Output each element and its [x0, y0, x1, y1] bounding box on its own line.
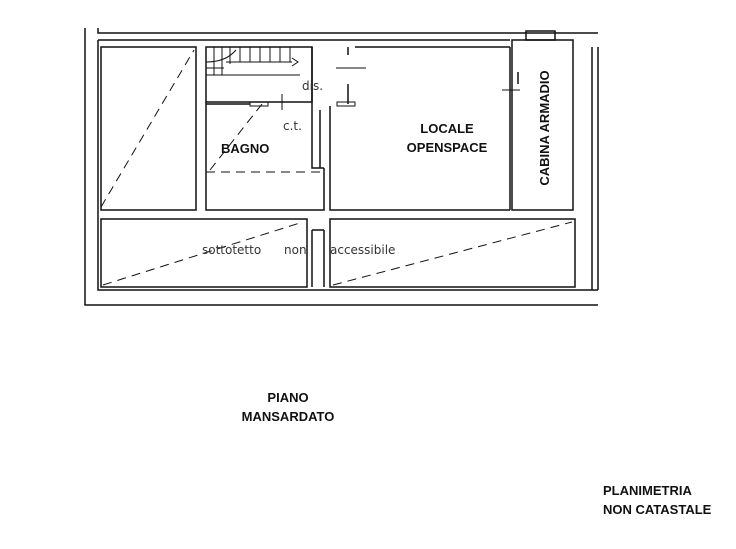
hall-area	[205, 47, 366, 211]
ct-label: c.t.	[283, 119, 302, 133]
plan-note-line1: PLANIMETRIA	[603, 483, 692, 498]
floor-title: PIANO MANSARDATO	[200, 388, 376, 426]
dis-label: dis.	[302, 79, 323, 93]
sottotetto-label: sottotetto	[202, 243, 261, 257]
floor-title-line2: MANSARDATO	[241, 409, 335, 424]
floor-title-line1: PIANO	[267, 390, 309, 405]
outer-walls	[84, 28, 599, 306]
left-room	[100, 46, 197, 211]
locale-label: LOCALE	[420, 121, 474, 136]
plan-note: PLANIMETRIA NON CATASTALE	[603, 481, 711, 519]
plan-note-line2: NON CATASTALE	[603, 502, 712, 517]
closet-room	[502, 39, 574, 211]
bagno-label: BAGNO	[221, 141, 269, 156]
openspace-label: OPENSPACE	[407, 140, 488, 155]
loft-band	[100, 218, 576, 288]
cabina-armadio-label: CABINA ARMADIO	[537, 70, 552, 185]
accessibile-label: accessibile	[330, 243, 395, 257]
non-label: non	[284, 243, 307, 257]
staircase	[205, 46, 313, 103]
openspace-room	[329, 46, 511, 211]
